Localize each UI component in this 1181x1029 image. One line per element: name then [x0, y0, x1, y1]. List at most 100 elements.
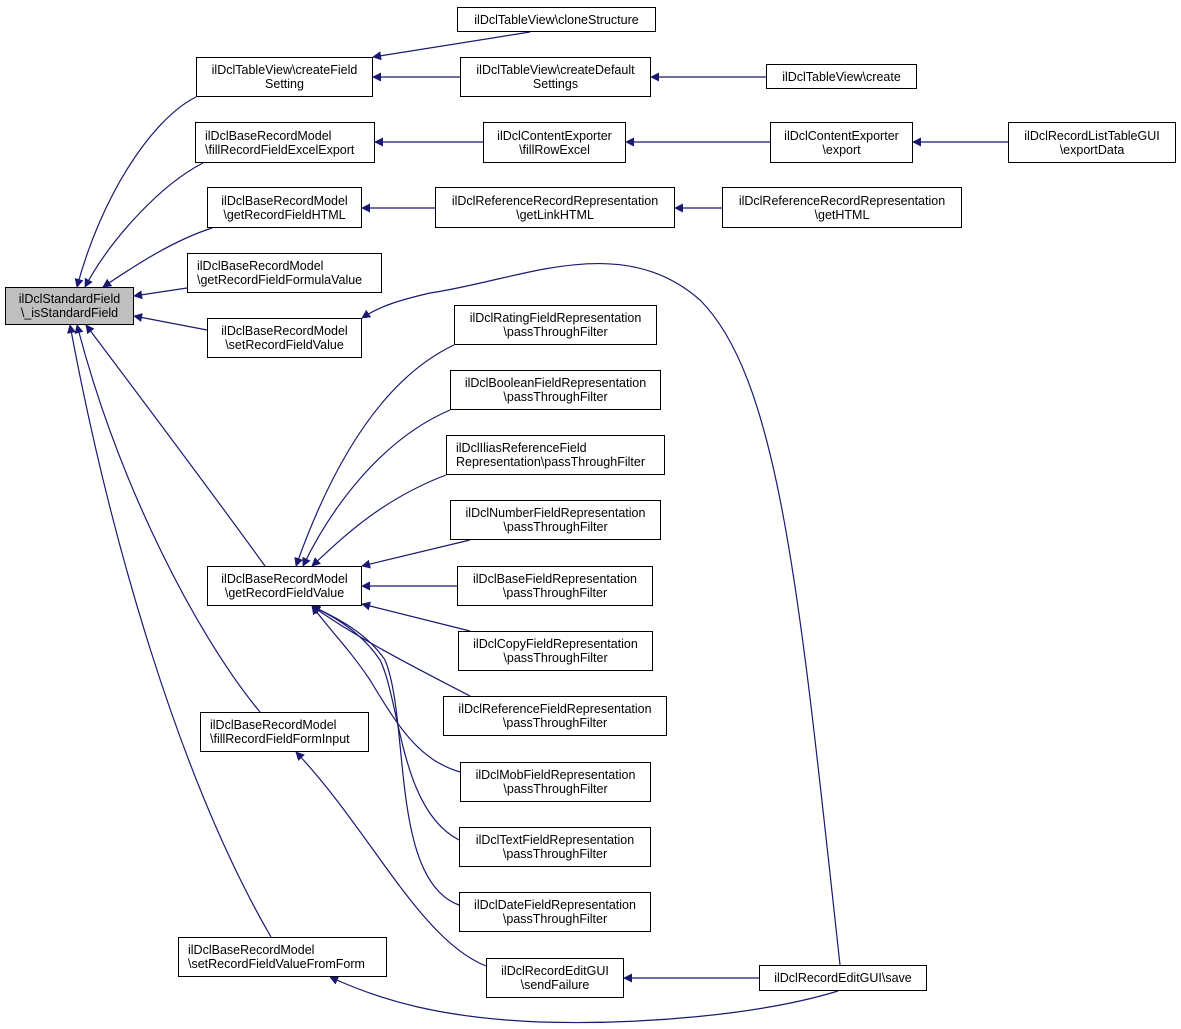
- node-label-line: ilDclBaseRecordModel: [221, 324, 348, 338]
- node-label-line: \passThroughFilter: [502, 847, 608, 861]
- caller-node-getRecordFieldFormulaValue[interactable]: ilDclBaseRecordModel\getRecordFieldFormu…: [187, 253, 382, 293]
- node-label-line: ilDclContentExporter: [497, 128, 612, 143]
- caller-node-fillRecordFieldFormInput[interactable]: ilDclBaseRecordModel\fillRecordFieldForm…: [200, 712, 369, 752]
- node-label-line: ilDclTableView\createDefault: [476, 63, 635, 77]
- node-label-line: \getHTML: [814, 207, 870, 222]
- node-label-line: ilDclBaseRecordModel: [210, 718, 337, 732]
- edge-save-to-setRecordFieldValueFromForm: [329, 976, 839, 1024]
- caller-node-getHTML[interactable]: ilDclReferenceRecordRepresentation\getHT…: [722, 187, 962, 228]
- node-label-line: ilDclRatingFieldRepresentation: [469, 311, 642, 325]
- caller-node-setRecordFieldValue[interactable]: ilDclBaseRecordModel\setRecordFieldValue: [207, 318, 362, 358]
- edge-setRecordFieldValueFromForm-to-root: [67, 324, 272, 938]
- node-label-line: ilDclCopyFieldRepresentation: [473, 637, 638, 651]
- edge-booleanFilter-to-getRecordFieldValue: [302, 409, 451, 567]
- node-label-line: ilDclMobFieldRepresentation: [475, 768, 636, 782]
- node-label-line: ilDclBaseRecordModel: [221, 572, 348, 586]
- edge-createFieldSetting-to-root: [74, 96, 197, 288]
- edge-ratingFilter-to-getRecordFieldValue: [294, 344, 455, 567]
- caller-node-tableViewCreate[interactable]: ilDclTableView\create: [766, 64, 917, 89]
- edge-numberFilter-to-getRecordFieldValue: [361, 539, 471, 569]
- caller-node-dateFilter[interactable]: ilDclDateFieldRepresentation\passThrough…: [459, 892, 651, 932]
- edge-cloneStructure-to-createFieldSetting: [372, 31, 531, 61]
- node-label-line: \getRecordFieldHTML: [223, 207, 346, 222]
- node-label-line: ilDclTableView\create: [782, 69, 901, 84]
- node-label-line: ilDclBaseRecordModel: [188, 943, 315, 957]
- node-label-line: ilDclRecordListTableGUI: [1024, 128, 1160, 143]
- node-label-line: \getLinkHTML: [516, 207, 594, 222]
- edge-iliasRefFilter-to-getRecordFieldValue: [311, 474, 447, 567]
- node-label-line: \_isStandardField: [20, 306, 119, 320]
- node-label-line: \passThroughFilter: [503, 390, 608, 404]
- node-label-line: \passThroughFilter: [502, 912, 608, 926]
- node-label-line: \fillRowExcel: [519, 142, 590, 157]
- caller-node-baseFilter[interactable]: ilDclBaseFieldRepresentation\passThrough…: [457, 566, 653, 606]
- node-label-line: Settings: [532, 77, 579, 91]
- edge-dateFilter-to-getRecordFieldValue: [311, 605, 460, 906]
- caller-node-exportData[interactable]: ilDclRecordListTableGUI\exportData: [1008, 122, 1176, 163]
- caller-node-fillRowExcel[interactable]: ilDclContentExporter\fillRowExcel: [483, 122, 626, 163]
- edge-referenceFilter-to-getRecordFieldValue: [311, 605, 471, 697]
- caller-node-referenceFilter[interactable]: ilDclReferenceFieldRepresentation\passTh…: [443, 696, 667, 736]
- node-label-line: \getRecordFieldValue: [224, 586, 345, 600]
- caller-node-save[interactable]: ilDclRecordEditGUI\save: [759, 965, 927, 991]
- node-label-line: \passThroughFilter: [503, 651, 608, 665]
- node-label-line: ilDclContentExporter: [784, 128, 899, 143]
- caller-node-getRecordFieldHTML[interactable]: ilDclBaseRecordModel\getRecordFieldHTML: [207, 187, 362, 228]
- node-label-line: \setRecordFieldValueFromForm: [188, 957, 365, 971]
- caller-node-getLinkHTML[interactable]: ilDclReferenceRecordRepresentation\getLi…: [435, 187, 675, 228]
- node-label-line: Representation\passThroughFilter: [456, 455, 645, 469]
- node-label-line: ilDclReferenceFieldRepresentation: [458, 702, 652, 716]
- edge-fillRecordFieldExcelExport-to-root: [84, 162, 204, 288]
- node-label-line: ilDclTableView\createField: [211, 63, 358, 77]
- caller-node-textFilter[interactable]: ilDclTextFieldRepresentation\passThrough…: [459, 827, 651, 867]
- node-label-line: \fillRecordFieldExcelExport: [205, 142, 355, 157]
- node-label-line: \passThroughFilter: [502, 586, 608, 600]
- caller-node-getRecordFieldValue[interactable]: ilDclBaseRecordModel\getRecordFieldValue: [207, 566, 362, 606]
- caller-node-exporterExport[interactable]: ilDclContentExporter\export: [770, 122, 913, 163]
- node-label-line: \exportData: [1059, 142, 1125, 157]
- caller-node-fillRecordFieldExcelExport[interactable]: ilDclBaseRecordModel\fillRecordFieldExce…: [195, 122, 375, 163]
- node-label-line: \setRecordFieldValue: [225, 338, 344, 352]
- edge-copyFilter-to-getRecordFieldValue: [361, 601, 471, 632]
- edge-fillRecordFieldFormInput-to-root: [74, 324, 261, 713]
- edge-save-to-setRecordFieldValue: [361, 262, 841, 966]
- edge-getRecordFieldHTML-to-root: [102, 227, 213, 288]
- node-label-line: ilDclRecordEditGUI\save: [774, 971, 912, 985]
- node-label-line: ilDclDateFieldRepresentation: [474, 898, 636, 912]
- edge-textFilter-to-getRecordFieldValue: [311, 605, 460, 841]
- node-label-line: Setting: [265, 77, 304, 91]
- node-label-line: \passThroughFilter: [503, 782, 608, 796]
- node-label-line: \passThroughFilter: [503, 520, 608, 534]
- node-label-line: ilDclReferenceRecordRepresentation: [451, 193, 659, 208]
- node-label-line: ilDclTableView\cloneStructure: [474, 12, 639, 27]
- caller-node-copyFilter[interactable]: ilDclCopyFieldRepresentation\passThrough…: [458, 631, 653, 671]
- node-label-line: ilDclReferenceRecordRepresentation: [738, 193, 946, 208]
- node-label-line: ilDclBaseRecordModel: [205, 128, 332, 143]
- node-label-line: \getRecordFieldFormulaValue: [197, 273, 363, 287]
- edge-getRecordFieldValue-to-root: [85, 324, 266, 567]
- root-function-node: ilDclStandardField\_isStandardField: [5, 287, 134, 325]
- node-label-line: \passThroughFilter: [503, 325, 608, 339]
- caller-node-numberFilter[interactable]: ilDclNumberFieldRepresentation\passThrou…: [450, 500, 661, 540]
- node-label-line: ilDclBaseRecordModel: [197, 259, 324, 273]
- node-label-line: ilDclTextFieldRepresentation: [475, 833, 635, 847]
- caller-node-sendFailure[interactable]: ilDclRecordEditGUI\sendFailure: [486, 958, 624, 998]
- caller-node-setRecordFieldValueFromForm[interactable]: ilDclBaseRecordModel\setRecordFieldValue…: [178, 937, 387, 977]
- edge-getRecordFieldFormulaValue-to-root: [133, 287, 188, 300]
- caller-node-ratingFilter[interactable]: ilDclRatingFieldRepresentation\passThrou…: [454, 305, 657, 345]
- caller-node-cloneStructure[interactable]: ilDclTableView\cloneStructure: [457, 7, 656, 32]
- node-label-line: ilDclIliasReferenceField: [456, 441, 587, 455]
- node-label-line: ilDclStandardField: [18, 292, 121, 306]
- edge-setRecordFieldValue-to-root: [133, 313, 208, 331]
- edge-sendFailure-to-fillRecordFieldFormInput: [295, 751, 487, 967]
- caller-node-booleanFilter[interactable]: ilDclBooleanFieldRepresentation\passThro…: [450, 370, 661, 410]
- node-label-line: ilDclBaseRecordModel: [221, 193, 348, 208]
- node-label-line: ilDclBooleanFieldRepresentation: [464, 376, 647, 390]
- node-label-line: \fillRecordFieldFormInput: [210, 732, 350, 746]
- caller-node-mobFilter[interactable]: ilDclMobFieldRepresentation\passThroughF…: [460, 762, 651, 802]
- node-label-line: \sendFailure: [520, 978, 590, 992]
